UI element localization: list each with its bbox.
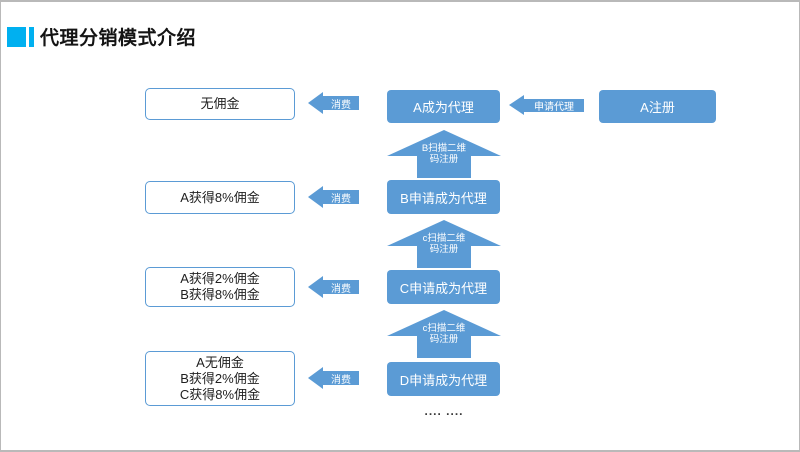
up-arrow-label-line1: c扫描二维 [422,233,466,244]
up-arrow-head-icon [387,220,501,246]
agent-box-d: D申请成为代理 [387,362,500,396]
agent-box-b: B申请成为代理 [387,180,500,214]
up-arrow-label-line2: 码注册 [429,154,459,165]
result-box-d: A无佣金 B获得2%佣金 C获得8%佣金 [145,351,295,406]
arrow-left-icon [509,95,524,115]
result-line: A获得8%佣金 [180,189,260,205]
agent-box-a: A成为代理 [387,90,500,123]
up-arrow-label-line2: 码注册 [429,334,459,345]
up-arrow-label-line2: 码注册 [429,244,459,255]
result-box-b: A获得8%佣金 [145,181,295,214]
consume-arrow-label: 消费 [323,190,359,205]
consume-arrow-row3: 消费 [308,276,359,298]
agent-box-label: C申请成为代理 [399,280,488,296]
result-line: A无佣金 [196,354,244,370]
up-arrow-label-line1: c扫描二维 [422,323,466,334]
apply-agent-arrow: 申请代理 [509,95,584,115]
apply-agent-arrow-label: 申请代理 [524,98,584,113]
up-arrow-head-icon [387,130,501,156]
up-arrow-stem [417,156,471,178]
register-box-label: A注册 [640,100,675,115]
up-arrow-stem [417,336,471,358]
agent-box-label: B申请成为代理 [400,190,487,206]
result-box-c: A获得2%佣金 B获得8%佣金 [145,267,295,307]
result-line: B获得2%佣金 [180,370,260,386]
arrow-left-icon [308,367,323,389]
title-accent-square-icon [7,27,26,47]
result-line: C获得8%佣金 [179,386,261,402]
up-arrow-label: B扫描二维 码注册 [387,143,501,165]
consume-arrow-row1: 消费 [308,92,359,114]
up-arrow-c-scan-2: c扫描二维 码注册 [387,310,501,358]
agent-box-label: A成为代理 [413,100,474,115]
agent-box-c: C申请成为代理 [387,270,500,304]
register-box-a: A注册 [599,90,716,123]
page-title: 代理分销模式介绍 [40,28,197,49]
arrow-left-icon [308,92,323,114]
consume-arrow-label: 消费 [323,371,359,386]
up-arrow-label-line1: B扫描二维 [421,143,467,154]
result-line: A获得2%佣金 [180,271,260,286]
up-arrow-head-icon [387,310,501,336]
result-box-a: 无佣金 [145,88,295,120]
arrow-left-icon [308,186,323,208]
up-arrow-c-scan-1: c扫描二维 码注册 [387,220,501,268]
arrow-left-icon [308,276,323,298]
consume-arrow-label: 消费 [323,96,359,111]
result-line: B获得8%佣金 [180,287,260,302]
agent-box-label: D申请成为代理 [399,372,488,388]
title-accent-bar-icon [29,27,34,47]
consume-arrow-row2: 消费 [308,186,359,208]
up-arrow-label: c扫描二维 码注册 [387,233,501,255]
ellipsis-dots: .... .... [424,404,464,418]
consume-arrow-label: 消费 [323,280,359,295]
up-arrow-label: c扫描二维 码注册 [387,323,501,345]
consume-arrow-row4: 消费 [308,367,359,389]
up-arrow-b-scan: B扫描二维 码注册 [387,130,501,178]
up-arrow-stem [417,246,471,268]
result-line: 无佣金 [200,96,240,111]
